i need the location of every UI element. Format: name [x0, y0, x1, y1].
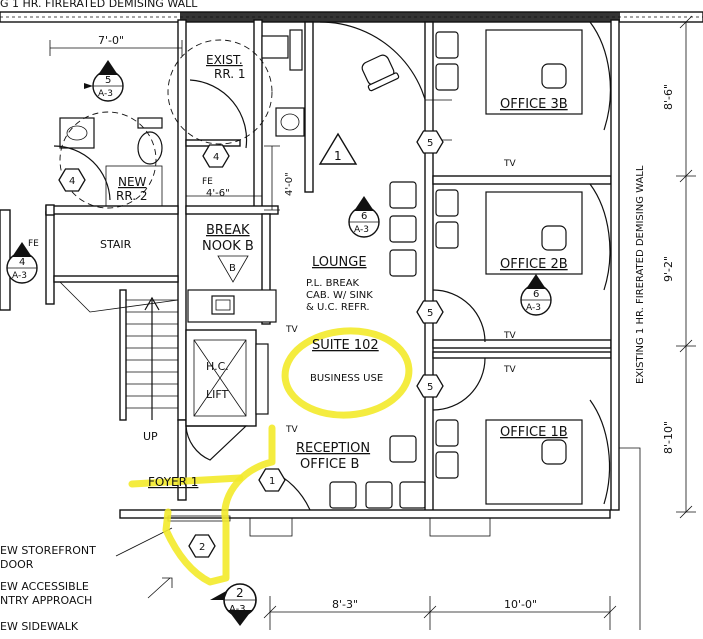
lounge-furniture: [269, 21, 431, 511]
note-accessible: EW ACCESSIBLE: [0, 580, 89, 593]
room-label-new-rr2-2: RR. 2: [116, 189, 148, 203]
note-accessible-2: NTRY APPROACH: [0, 594, 92, 607]
room-label-exist-rr1: EXIST.: [206, 53, 243, 67]
section-marker-sheet: A-3: [526, 303, 541, 313]
section-marker-sheet: A-3: [98, 89, 113, 99]
break-cab-note-2: CAB. W/ SINK: [306, 290, 373, 301]
dim-right-bottom: 8'-10": [662, 421, 675, 454]
yellow-highlights: [128, 327, 413, 586]
keynote-hex: 2: [188, 534, 216, 558]
top-demising-wall: [0, 11, 703, 23]
svg-text:2: 2: [199, 542, 205, 553]
suite-title: SUITE 102: [312, 338, 379, 353]
svg-text:5: 5: [427, 382, 433, 393]
section-marker-sheet: A-3: [12, 271, 27, 281]
section-marker-num: 5: [105, 75, 111, 86]
revision-triangle: 1: [318, 132, 358, 165]
keynote-hex: 5: [416, 300, 444, 324]
restroom-clearances: [53, 39, 273, 209]
top-wall-note: G 1 HR. FIRERATED DEMISING WALL: [0, 0, 198, 10]
note-leaders: [115, 527, 173, 599]
left-zone-walls: [0, 19, 314, 501]
office-walls: [119, 19, 620, 537]
section-marker-num: 2: [236, 586, 244, 600]
break-cab-note-3: & U.C. REFR.: [306, 302, 370, 313]
break-tag: B: [229, 263, 236, 274]
svg-text:4: 4: [213, 152, 219, 163]
room-label-stair: STAIR: [100, 238, 132, 251]
dim-right-mid: 9'-2": [662, 256, 675, 282]
keynote-hex: 5: [416, 130, 444, 154]
section-marker-6-lounge: 6 A-3: [348, 196, 380, 238]
dim-bottom-right: 10'-0": [504, 598, 537, 611]
svg-text:4: 4: [69, 176, 75, 187]
tv-tag: TV: [503, 365, 516, 375]
keynote-hex: 4: [202, 144, 230, 168]
room-label-new-rr2: NEW: [118, 175, 147, 189]
bottom-dimension-line: [263, 596, 617, 630]
dim-top: 7'-0": [98, 34, 124, 47]
section-marker-5: 5 A-3: [84, 60, 124, 102]
svg-text:1: 1: [334, 149, 342, 163]
tv-tag: TV: [285, 425, 298, 435]
keynote-hex: 5: [416, 374, 444, 398]
dim-right-top: 8'-6": [662, 84, 675, 110]
section-marker-num: 4: [19, 257, 25, 268]
section-marker-6-office: 6 A-3: [520, 274, 552, 316]
tv-tag: TV: [503, 159, 516, 169]
tv-tag: TV: [503, 331, 516, 341]
section-marker-num: 6: [361, 211, 367, 222]
note-storefront-2: DOOR: [0, 558, 34, 571]
room-label-break-nook: BREAK: [206, 223, 250, 238]
room-label-break-nook-2: NOOK B: [202, 239, 254, 254]
break-cab-note: P.L. BREAK: [306, 278, 360, 289]
section-marker-2: 2 A-3: [210, 583, 257, 626]
svg-text:5: 5: [427, 138, 433, 149]
inner-dimension-marks: [49, 40, 280, 211]
dim-bottom-left: 8'-3": [332, 598, 358, 611]
room-label-office-3b: OFFICE 3B: [500, 97, 568, 112]
right-dimension-line: [619, 15, 696, 630]
break-nook-counter: [187, 255, 277, 323]
keynote-hex: 1: [258, 468, 286, 492]
stair-treads: [59, 281, 179, 420]
dim-rr-width: 4'-6": [206, 188, 230, 199]
room-label-reception-2: OFFICE B: [300, 457, 359, 472]
room-label-office-1b: OFFICE 1B: [500, 425, 568, 440]
dim-rr-depth: 4'-0": [284, 172, 295, 196]
fe-tag: FE: [202, 177, 213, 187]
room-label-lift: H.C.: [206, 360, 229, 373]
section-marker-sheet: A-3: [354, 225, 369, 235]
room-label-office-2b: OFFICE 2B: [500, 257, 568, 272]
room-label-lift-2: LIFT: [206, 388, 229, 401]
note-sidewalk: EW SIDEWALK: [0, 620, 79, 633]
svg-text:5: 5: [427, 308, 433, 319]
section-marker-num: 6: [533, 289, 539, 300]
hc-lift: [185, 329, 269, 461]
room-label-up: UP: [143, 430, 158, 443]
svg-text:1: 1: [269, 476, 275, 487]
room-label-lounge: LOUNGE: [312, 255, 367, 270]
section-marker-sheet: A-3: [229, 604, 246, 615]
note-storefront: EW STOREFRONT: [0, 544, 96, 557]
suite-use: BUSINESS USE: [310, 373, 383, 384]
right-wall-note: EXISTING 1 HR. FIRERATED DEMISING WALL: [635, 165, 646, 384]
tv-tag: TV: [285, 325, 298, 335]
section-marker-4: 4 A-3: [6, 242, 38, 284]
room-label-foyer: FOYER 1: [148, 475, 198, 489]
room-label-exist-rr1-2: RR. 1: [214, 67, 246, 81]
office-desks: [425, 21, 611, 505]
room-label-reception: RECEPTION: [296, 441, 370, 456]
fe-tag: FE: [28, 239, 39, 249]
keynote-hex: 4: [58, 168, 86, 192]
